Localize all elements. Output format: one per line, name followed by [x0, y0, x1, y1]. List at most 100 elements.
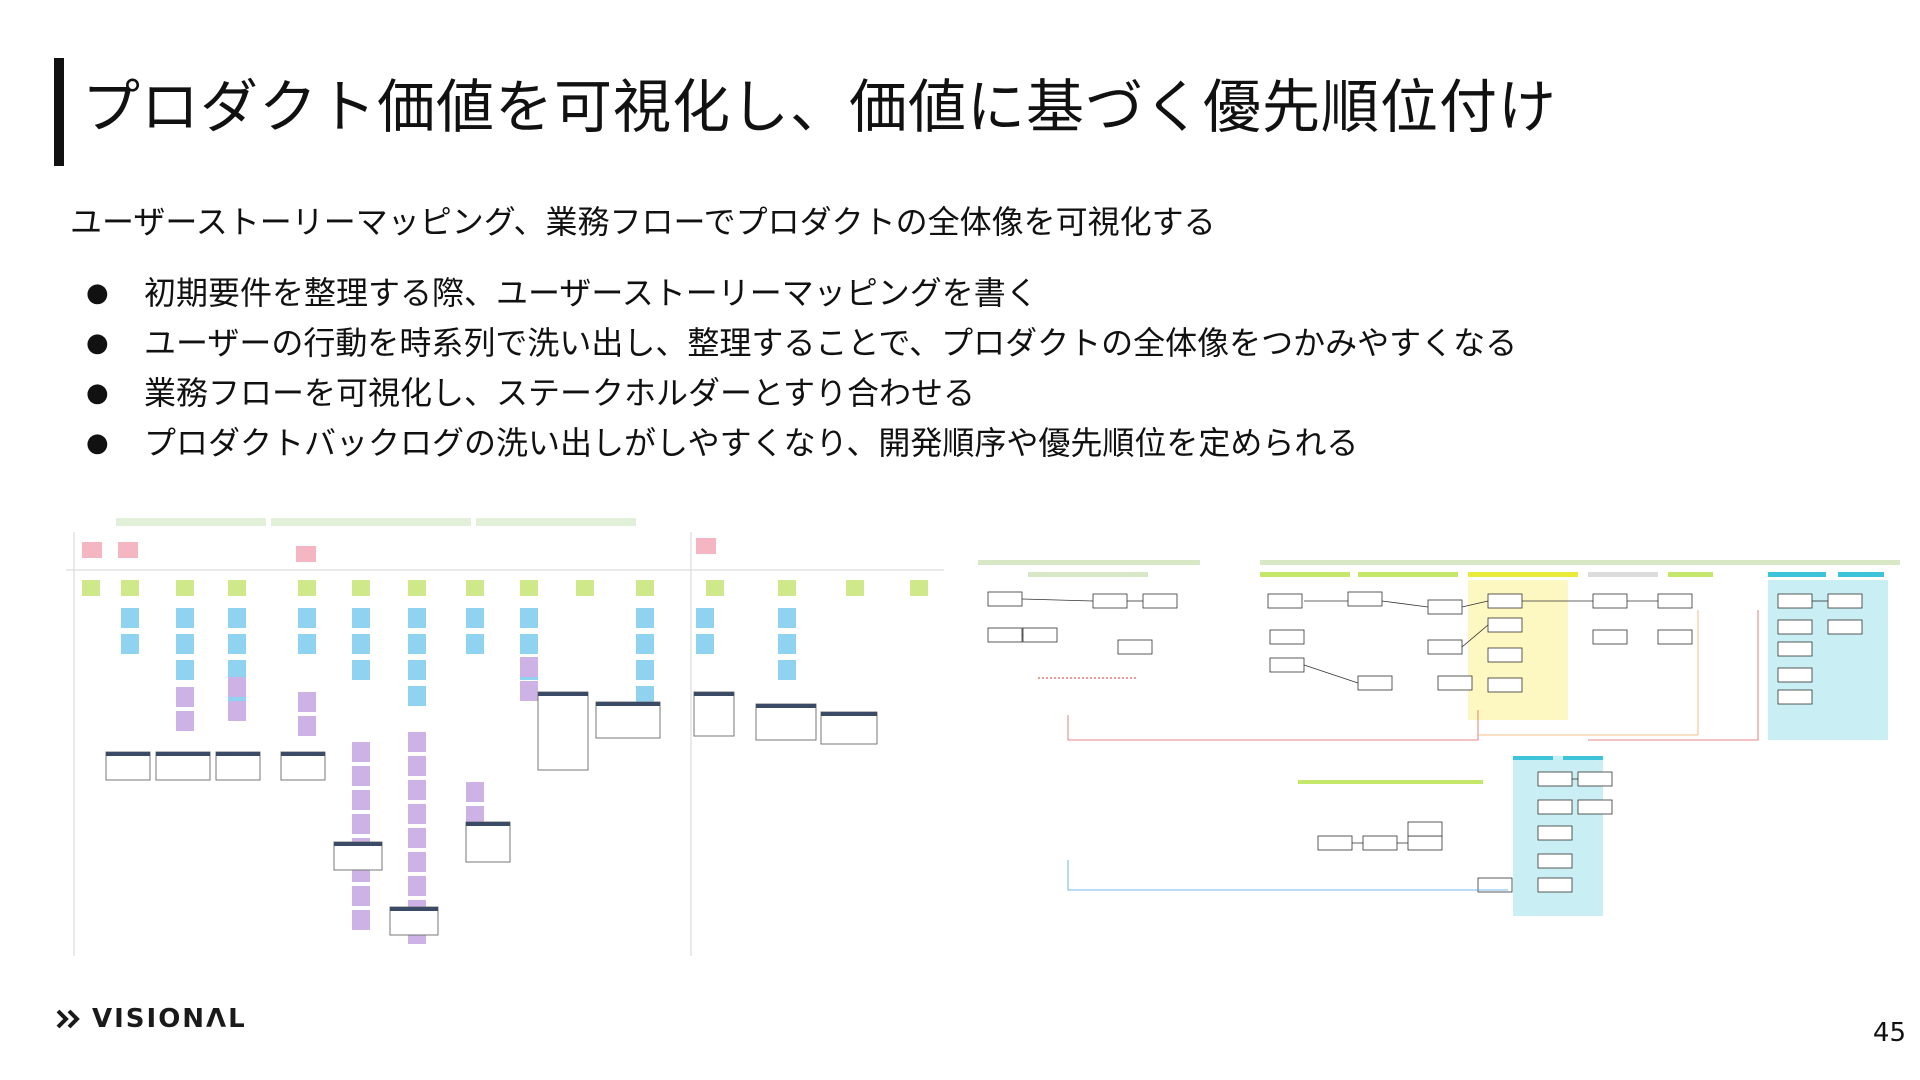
flow-node	[1657, 593, 1693, 609]
sticky-note	[576, 580, 594, 596]
sticky-note	[121, 634, 139, 654]
flow-node	[1537, 825, 1573, 841]
flow-node	[987, 627, 1023, 643]
sticky-note	[520, 580, 538, 596]
sticky-note	[408, 608, 426, 628]
flow-node	[1427, 639, 1463, 655]
screenshot-thumbnail-header	[821, 712, 877, 716]
screenshot-thumbnail-header	[106, 752, 150, 756]
activity-header	[116, 518, 266, 526]
sticky-note	[121, 608, 139, 628]
flow-node	[1577, 799, 1613, 815]
screenshot-thumbnail	[465, 821, 511, 863]
sticky-note	[352, 910, 370, 930]
flow-node	[1407, 835, 1443, 851]
screenshot-thumbnail-header	[694, 692, 734, 696]
sticky-note	[228, 580, 246, 596]
flow-node	[1347, 591, 1383, 607]
sticky-note	[778, 608, 796, 628]
bullet-text: 初期要件を整理する際、ユーザーストーリーマッピングを書く	[144, 274, 1038, 312]
flow-node	[1407, 821, 1443, 837]
flow-node	[1022, 627, 1058, 643]
flow-node	[1777, 667, 1813, 683]
flow-node	[1269, 629, 1305, 645]
sticky-note	[520, 634, 538, 654]
bullet-item: ●プロダクトバックログの洗い出しがしやすくなり、開発順序や優先順位を定められる	[80, 418, 1517, 468]
screenshot-thumbnail	[105, 751, 151, 781]
bullet-dot: ●	[86, 378, 109, 408]
screenshot-thumbnail-header	[756, 704, 816, 708]
sticky-note	[121, 580, 139, 596]
visional-logo: VISIONΛL	[56, 1004, 247, 1034]
screenshot-thumbnail	[537, 691, 589, 771]
flow-node	[1827, 619, 1863, 635]
screenshot-thumbnail-header	[334, 842, 382, 846]
sticky-note	[352, 608, 370, 628]
sticky-note	[176, 634, 194, 654]
bullet-text: ユーザーの行動を時系列で洗い出し、整理することで、プロダクトの全体像をつかみやす…	[144, 324, 1518, 362]
sticky-note	[408, 756, 426, 776]
slide-title: プロダクト価値を可視化し、価値に基づく優先順位付け	[82, 73, 1558, 141]
sticky-note	[176, 687, 194, 707]
flow-connector	[1067, 860, 1508, 891]
sticky-note	[636, 580, 654, 596]
sticky-note	[466, 580, 484, 596]
screenshot-thumbnail-header	[156, 752, 210, 756]
sticky-note	[408, 686, 426, 706]
sticky-note	[176, 608, 194, 628]
screenshot-thumbnail	[820, 711, 878, 745]
sticky-note	[228, 608, 246, 628]
lane-header	[1838, 572, 1884, 577]
flow-node	[1427, 599, 1463, 615]
lane-header	[1668, 572, 1713, 577]
flow-node	[1537, 877, 1573, 893]
flow-node	[1267, 593, 1303, 609]
sticky-note	[520, 608, 538, 628]
business-flow-drawing	[978, 560, 1900, 916]
lane-header	[1513, 756, 1553, 760]
sticky-note	[228, 701, 246, 721]
lane-header	[1298, 780, 1483, 784]
lane-header	[1468, 572, 1578, 577]
sticky-note	[778, 660, 796, 680]
flow-node	[1477, 877, 1513, 893]
sticky-note	[466, 634, 484, 654]
sticky-note	[298, 580, 316, 596]
double-chevron-right-icon	[56, 1009, 80, 1029]
flow-node	[1777, 619, 1813, 635]
flow-node	[1537, 771, 1573, 787]
activity-header	[476, 518, 636, 526]
sticky-note	[352, 766, 370, 786]
flow-connector	[1381, 600, 1429, 608]
sticky-note	[82, 580, 100, 596]
lane-header	[1768, 572, 1826, 577]
flow-node	[1487, 617, 1523, 633]
sticky-note	[352, 634, 370, 654]
flow-node	[1537, 799, 1573, 815]
screenshot-thumbnail-header	[390, 907, 438, 911]
sticky-note	[118, 542, 138, 558]
flow-node	[1777, 593, 1813, 609]
sticky-note	[296, 546, 316, 562]
sticky-note	[228, 634, 246, 654]
flow-node	[1657, 629, 1693, 645]
sticky-note	[352, 742, 370, 762]
sticky-note	[466, 806, 484, 826]
bullet-dot: ●	[86, 278, 109, 308]
screenshot-thumbnail-header	[466, 822, 510, 826]
sticky-note	[82, 542, 102, 558]
sticky-note	[408, 634, 426, 654]
lane-header	[978, 560, 1200, 565]
flow-node	[1577, 771, 1613, 787]
bullet-dot: ●	[86, 328, 109, 358]
sticky-note	[696, 634, 714, 654]
sticky-note	[408, 660, 426, 680]
sticky-note	[466, 608, 484, 628]
sticky-note	[778, 634, 796, 654]
flow-node	[1362, 835, 1398, 851]
sticky-note	[176, 580, 194, 596]
screenshot-thumbnail-header	[596, 702, 660, 706]
title-accent-bar	[54, 58, 64, 166]
sticky-note	[636, 608, 654, 628]
sticky-note	[228, 677, 246, 697]
